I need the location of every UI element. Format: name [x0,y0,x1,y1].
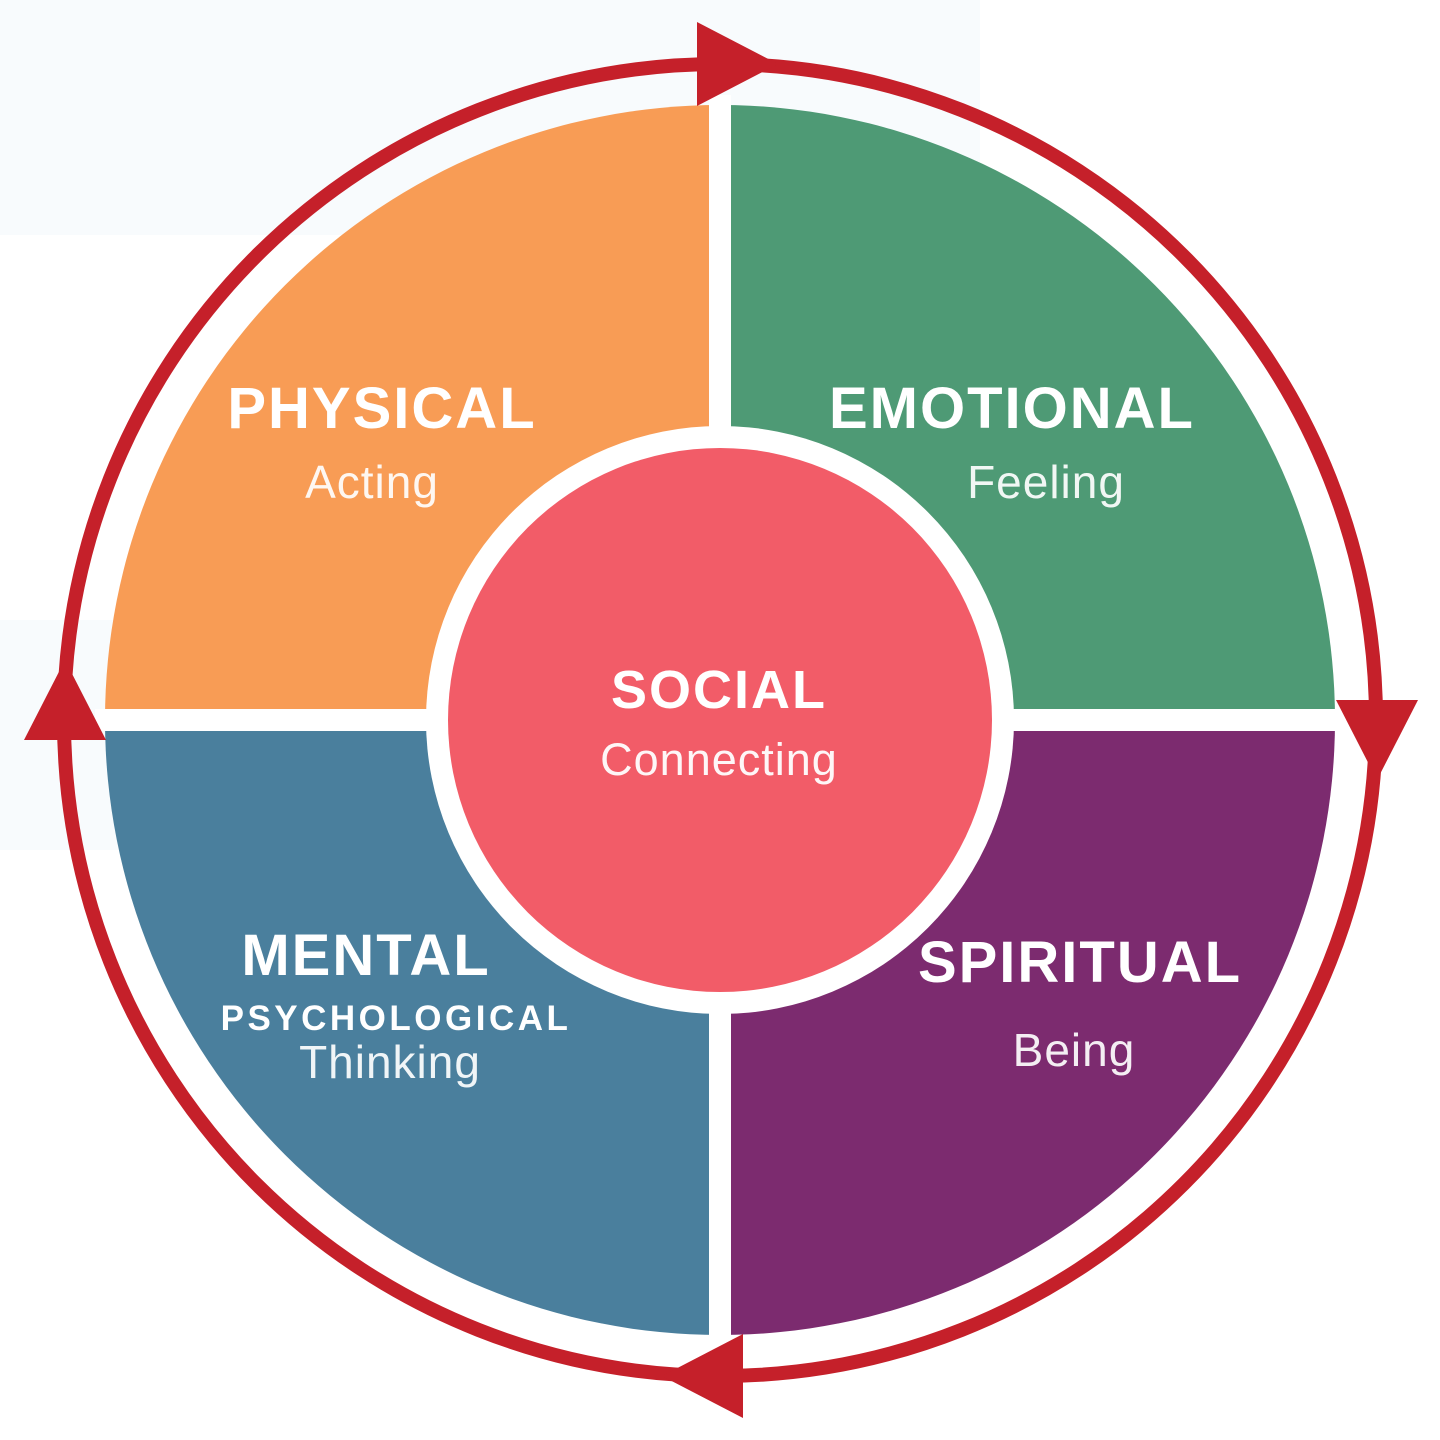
cycle-arrow-left-icon [24,660,106,740]
quadrant-mental-sublabel: Thinking [299,1036,481,1088]
cycle-arrow-right-icon [1336,700,1418,780]
center-sublabel: Connecting [600,734,838,785]
quadrant-mental-label: MENTAL [241,923,490,988]
cycle-arrow-bottom-icon [662,1334,743,1418]
quadrant-spiritual-sublabel: Being [1013,1024,1136,1076]
quadrant-mental-sublabel2: PSYCHOLOGICAL [221,999,572,1038]
center-circle [448,448,992,992]
quadrant-physical-sublabel: Acting [305,456,439,508]
quadrant-spiritual-label: SPIRITUAL [918,930,1242,995]
cycle-arrow-top-icon [697,22,778,106]
quadrant-physical-label: PHYSICAL [227,376,536,441]
quadrant-emotional-sublabel: Feeling [967,456,1125,508]
quadrant-emotional-label: EMOTIONAL [829,376,1195,441]
center-label: SOCIAL [611,660,827,720]
